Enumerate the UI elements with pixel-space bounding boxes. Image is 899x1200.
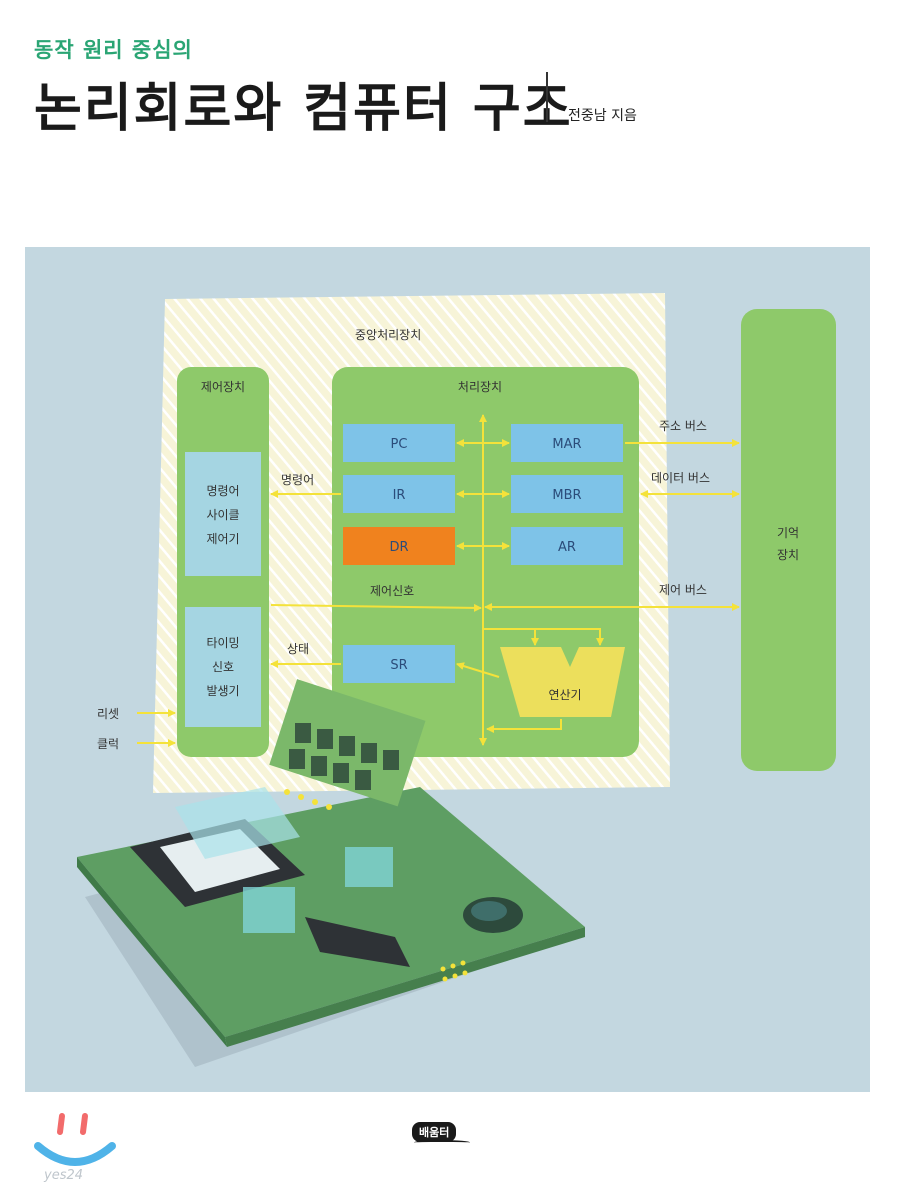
timing-signal-generator: [185, 607, 261, 727]
control-bus-label: 제어 버스: [659, 583, 707, 597]
register-ir-label: IR: [393, 488, 406, 503]
circuit-board-illustration: [77, 679, 585, 1067]
memory-line-1: 기억: [777, 526, 799, 540]
author-credit: 전중남 지음: [568, 108, 637, 124]
register-sr: [343, 645, 455, 683]
register-pc: [343, 424, 455, 462]
computer-architecture-diagram: 중앙처리장치 제어장치 명령어 사이클 제어기 타이밍 신호 발생기 처리장치 …: [77, 293, 836, 1067]
data-bus-label: 데이터 버스: [651, 471, 710, 485]
publisher-underline: [414, 1140, 470, 1145]
yes24-smile-logo: [34, 1113, 116, 1166]
clock-signal-label: 클럭: [97, 737, 119, 751]
instruction-cycle-controller: [185, 452, 261, 576]
control-unit-label: 제어장치: [201, 380, 245, 394]
reset-signal-label: 리셋: [97, 707, 119, 721]
cover-illustration: 중앙처리장치 제어장치 명령어 사이클 제어기 타이밍 신호 발생기 처리장치 …: [25, 247, 870, 1092]
address-bus-label: 주소 버스: [659, 419, 707, 433]
timing-line-1: 타이밍: [206, 636, 239, 650]
cycle-line-2: 사이클: [206, 508, 239, 522]
timing-line-3: 발생기: [206, 684, 239, 698]
processing-unit-label: 처리장치: [458, 380, 502, 394]
register-mar: [511, 424, 623, 462]
cycle-line-1: 명령어: [206, 484, 239, 498]
register-mar-label: MAR: [552, 437, 581, 452]
book-title: 논리회로와 컴퓨터 구조: [34, 79, 573, 139]
register-mbr-label: MBR: [552, 488, 581, 503]
register-mbr: [511, 475, 623, 513]
register-dr-label: DR: [389, 540, 408, 555]
status-signal-label: 상태: [287, 642, 309, 656]
register-ar-label: AR: [558, 540, 576, 555]
cpu-label: 중앙처리장치: [355, 328, 421, 342]
alu-label: 연산기: [548, 688, 581, 702]
book-subtitle: 동작 원리 중심의: [34, 38, 193, 62]
alu-shape: [500, 647, 625, 717]
register-ar: [511, 527, 623, 565]
register-sr-label: SR: [390, 658, 407, 673]
timing-line-2: 신호: [212, 660, 234, 674]
register-pc-label: PC: [391, 437, 408, 452]
memory-block: [741, 309, 836, 771]
title-divider: [546, 72, 548, 122]
yes24-watermark: yes24: [44, 1168, 84, 1183]
register-dr: [343, 527, 455, 565]
control-signal-label: 제어신호: [370, 584, 414, 598]
memory-line-2: 장치: [777, 548, 799, 562]
register-ir: [343, 475, 455, 513]
publisher-logo: 배움터: [412, 1122, 457, 1142]
cycle-line-3: 제어기: [206, 532, 239, 546]
instruction-signal-label: 명령어: [281, 473, 314, 487]
signal-arrows: [137, 414, 740, 747]
